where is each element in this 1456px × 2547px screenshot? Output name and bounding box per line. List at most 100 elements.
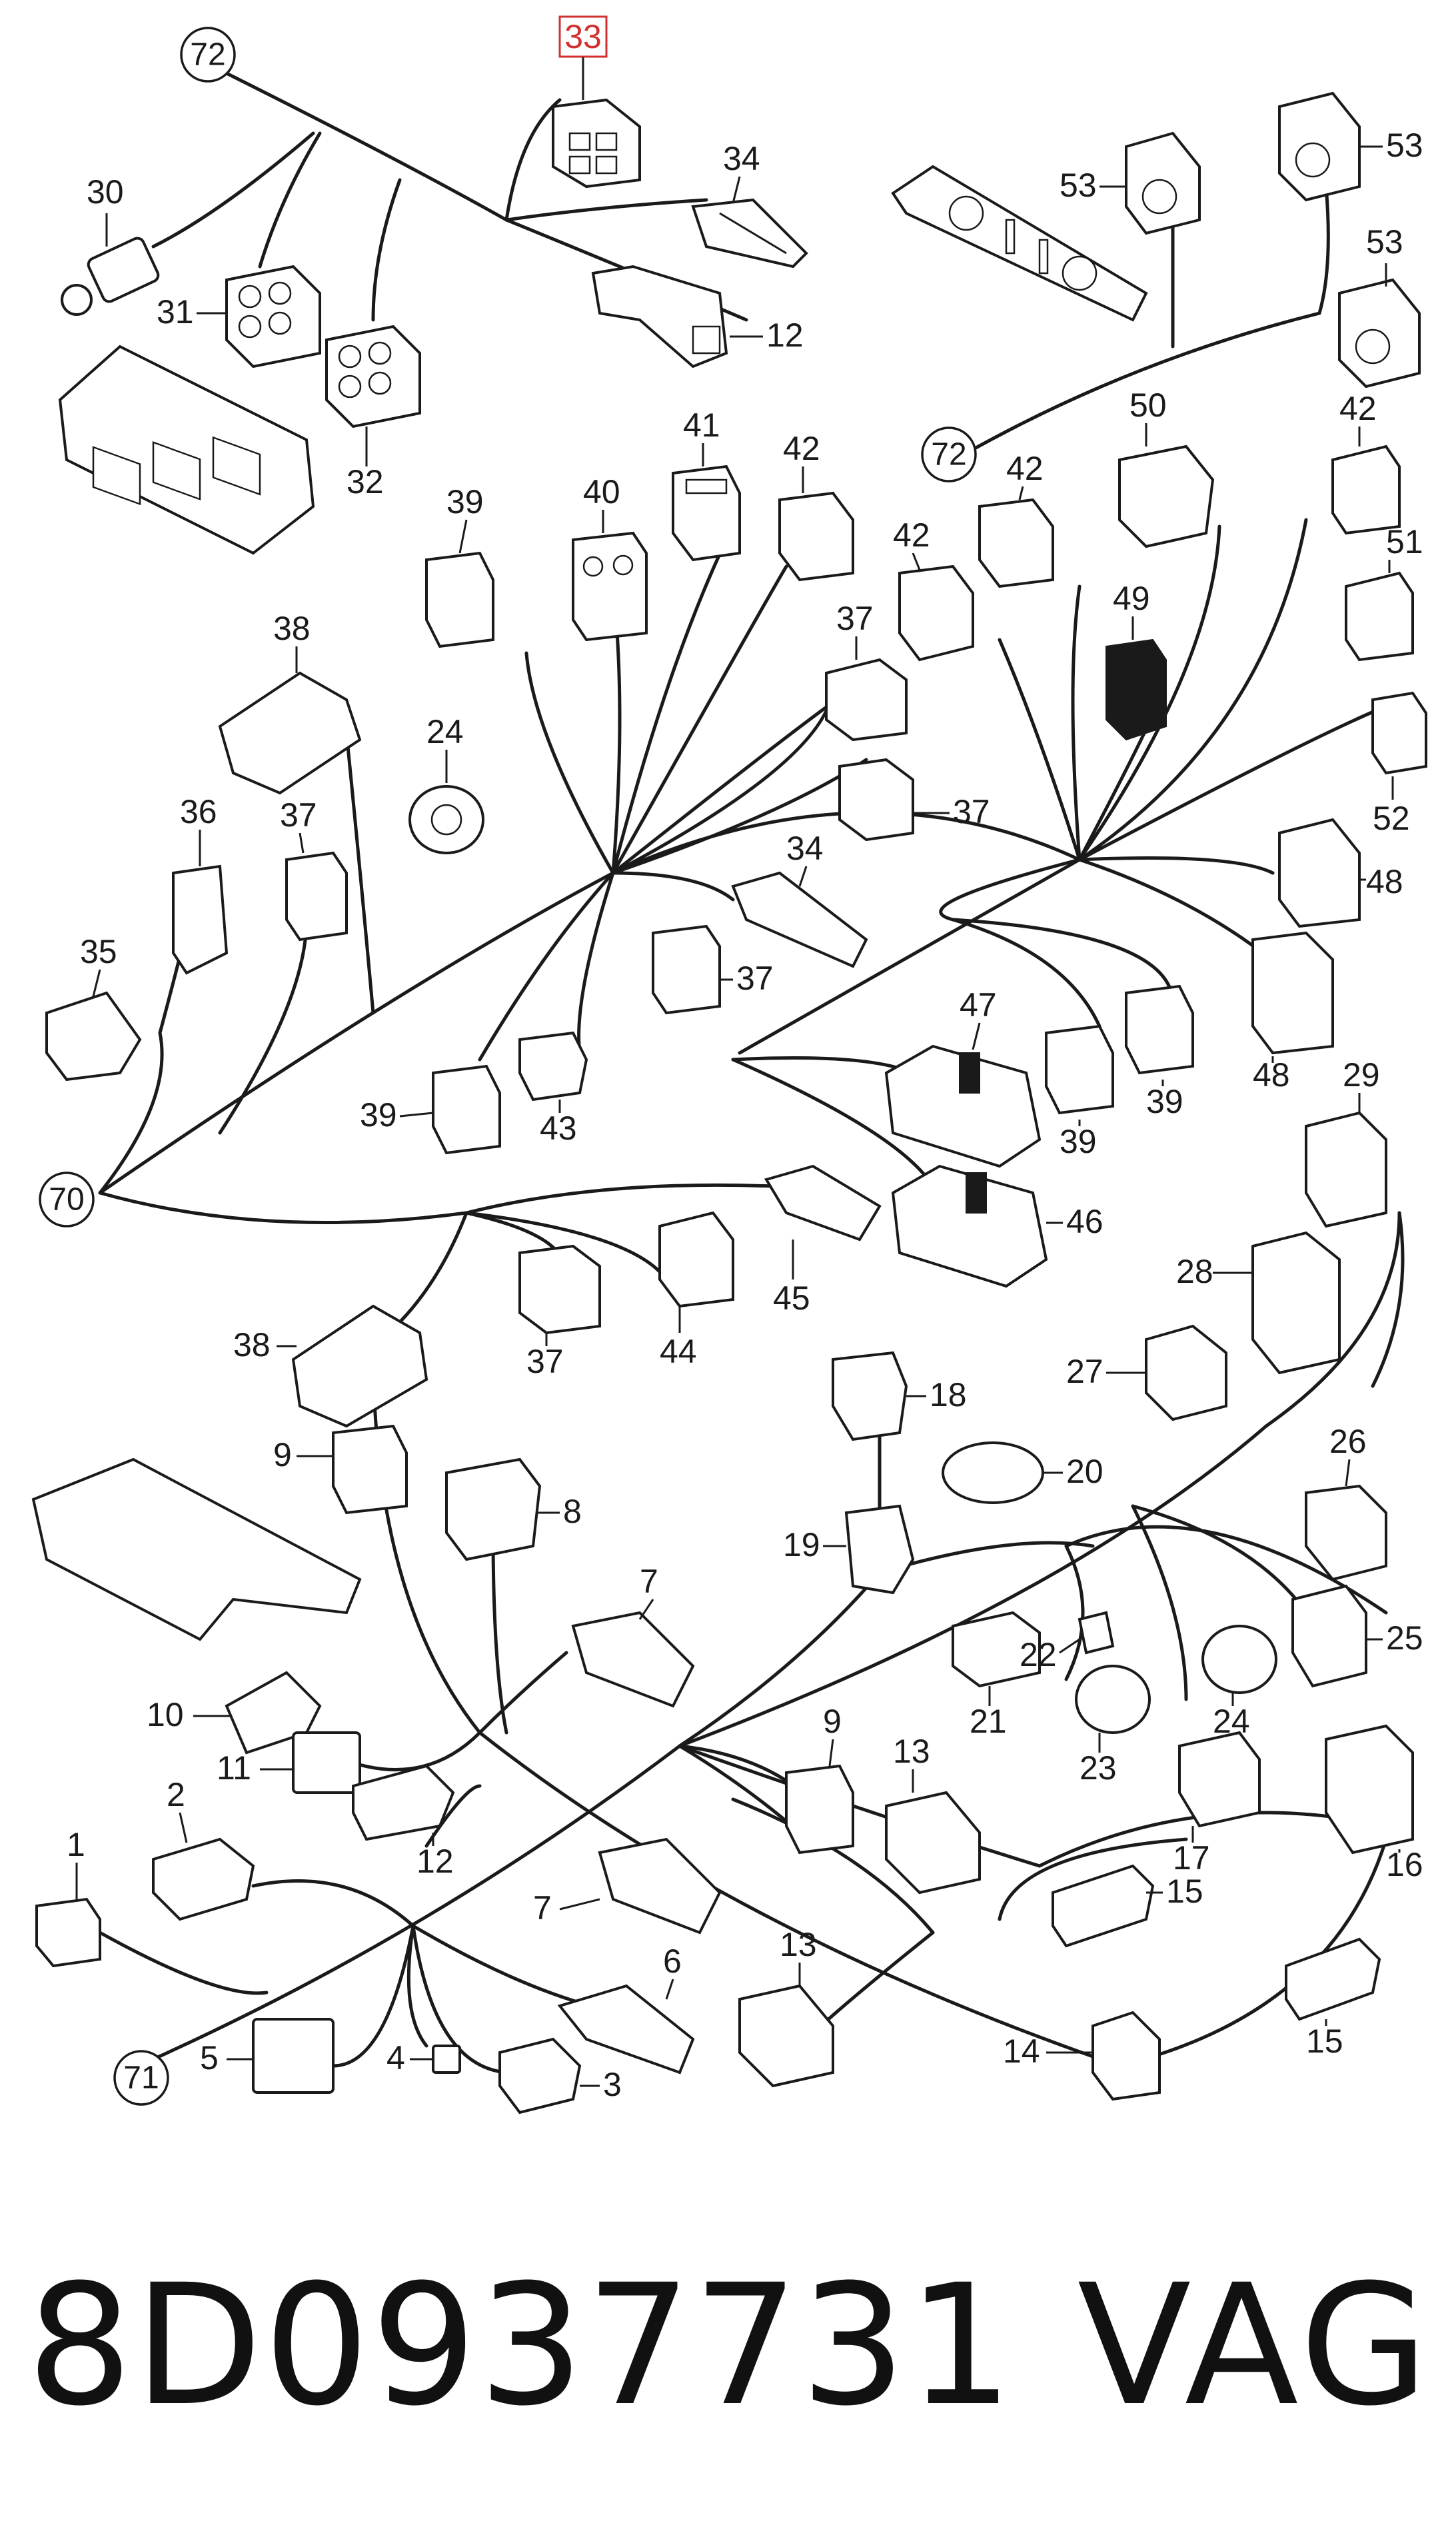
connector-17[interactable]: [1178, 1731, 1261, 1828]
connector-53-c[interactable]: [1338, 278, 1421, 389]
connector-45[interactable]: [764, 1164, 882, 1242]
connector-26[interactable]: [1305, 1484, 1387, 1581]
connector-38-a[interactable]: [218, 671, 362, 795]
connector-50[interactable]: [1118, 444, 1215, 548]
callout-7-b: 7: [533, 1889, 552, 1927]
sensor-23[interactable]: [1075, 1665, 1151, 1734]
connector-34-top[interactable]: [691, 198, 808, 269]
connector-32[interactable]: [325, 325, 421, 428]
connector-37-b[interactable]: [838, 758, 914, 842]
sensor-21[interactable]: [952, 1611, 1041, 1688]
callout-37-b: 37: [953, 793, 990, 830]
callout-28: 28: [1176, 1253, 1213, 1290]
connector-12-top[interactable]: [591, 265, 728, 369]
connector-44[interactable]: [658, 1211, 734, 1308]
sensor-22[interactable]: [1078, 1611, 1115, 1655]
connector-15-a[interactable]: [1052, 1864, 1155, 1948]
connector-39-a[interactable]: [425, 551, 494, 648]
connector-40[interactable]: [572, 531, 648, 642]
connector-16[interactable]: [1325, 1724, 1414, 1855]
sensor-24-top[interactable]: [408, 785, 484, 854]
connector-48-b[interactable]: [1251, 931, 1334, 1055]
part-number: 8D0937731: [27, 2248, 1015, 2442]
connector-8[interactable]: [445, 1457, 542, 1561]
junction-label: 72: [190, 37, 225, 73]
connector-30[interactable]: [61, 236, 161, 316]
ecu-connector-47[interactable]: [884, 1044, 1042, 1168]
connector-13-a[interactable]: [885, 1791, 981, 1895]
connector-11[interactable]: [292, 1731, 361, 1794]
connector-37-c[interactable]: [285, 851, 348, 942]
callout-15-b: 15: [1306, 2023, 1343, 2060]
relay-panel[interactable]: [58, 345, 315, 555]
connector-53-a[interactable]: [1125, 131, 1201, 235]
connector-43[interactable]: [518, 1031, 588, 1102]
connector-52[interactable]: [1371, 691, 1427, 775]
connector-53-b[interactable]: [1278, 91, 1361, 202]
sensor-19[interactable]: [844, 1504, 915, 1595]
connector-39-b[interactable]: [432, 1064, 501, 1155]
connector-34-middle[interactable]: [731, 871, 868, 968]
connector-39-c[interactable]: [1045, 1024, 1114, 1115]
connector-42-a[interactable]: [778, 491, 854, 582]
connector-37-e[interactable]: [518, 1244, 601, 1335]
connector-51[interactable]: [1345, 571, 1414, 662]
connector-37-d[interactable]: [652, 924, 721, 1015]
callout-42-a: 42: [783, 430, 820, 467]
connector-3[interactable]: [498, 2037, 582, 2115]
connector-36[interactable]: [172, 864, 229, 975]
callout-44: 44: [660, 1333, 697, 1370]
callout-52: 52: [1373, 800, 1410, 837]
connector-20[interactable]: [942, 1441, 1044, 1504]
callout-34-top: 34: [723, 140, 760, 177]
connector-9-a[interactable]: [332, 1424, 408, 1515]
connector-15-b[interactable]: [1285, 1937, 1381, 2021]
connector-4[interactable]: [432, 2045, 461, 2074]
connector-1[interactable]: [35, 1897, 101, 1968]
callout-47: 47: [960, 986, 997, 1024]
callout-20: 20: [1066, 1453, 1103, 1490]
connector-33[interactable]: [552, 98, 641, 189]
connector-25[interactable]: [1291, 1584, 1367, 1688]
connector-42-b[interactable]: [978, 498, 1054, 588]
ecu-connector-46[interactable]: [891, 1164, 1048, 1288]
connector-5[interactable]: [252, 2018, 335, 2094]
connector-42-c[interactable]: [898, 564, 974, 662]
connector-7-a[interactable]: [571, 1611, 695, 1708]
connector-2[interactable]: [152, 1837, 255, 1921]
callout-42-c: 42: [893, 516, 930, 554]
connector-13-b[interactable]: [738, 1984, 834, 2088]
fuse-strip[interactable]: [891, 165, 1148, 322]
callout-39-c: 39: [1060, 1123, 1097, 1160]
mounting-bracket[interactable]: [31, 1457, 362, 1641]
connector-12-bottom[interactable]: [352, 1764, 455, 1841]
connector-49[interactable]: [1105, 638, 1167, 741]
callout-43: 43: [540, 1110, 577, 1147]
connector-27[interactable]: [1145, 1324, 1227, 1421]
connector-48-a[interactable]: [1278, 818, 1361, 928]
connector-7-b[interactable]: [598, 1837, 722, 1935]
connector-35[interactable]: [45, 991, 142, 1082]
connector-42-d[interactable]: [1331, 444, 1401, 535]
connector-38-b[interactable]: [291, 1304, 428, 1428]
callout-46: 46: [1066, 1203, 1103, 1240]
connector-29[interactable]: [1305, 1111, 1387, 1228]
connector-9-b[interactable]: [785, 1764, 854, 1855]
callout-32: 32: [347, 463, 384, 500]
callout-35: 35: [80, 933, 117, 970]
callout-19: 19: [783, 1526, 820, 1563]
connector-14[interactable]: [1092, 2011, 1161, 2101]
connector-41[interactable]: [672, 464, 741, 562]
connector-31[interactable]: [225, 265, 321, 369]
callout-9-a: 9: [273, 1436, 292, 1473]
connector-28[interactable]: [1251, 1231, 1341, 1375]
callout-37-e: 37: [526, 1343, 564, 1380]
junction-70: 70: [39, 1172, 95, 1228]
sensor-24-bottom[interactable]: [1201, 1625, 1277, 1694]
sensor-18[interactable]: [832, 1351, 908, 1441]
callout-26: 26: [1329, 1423, 1367, 1460]
connector-37-a[interactable]: [825, 658, 908, 742]
connector-39-d[interactable]: [1125, 984, 1194, 1075]
connector-6[interactable]: [557, 1984, 695, 2075]
